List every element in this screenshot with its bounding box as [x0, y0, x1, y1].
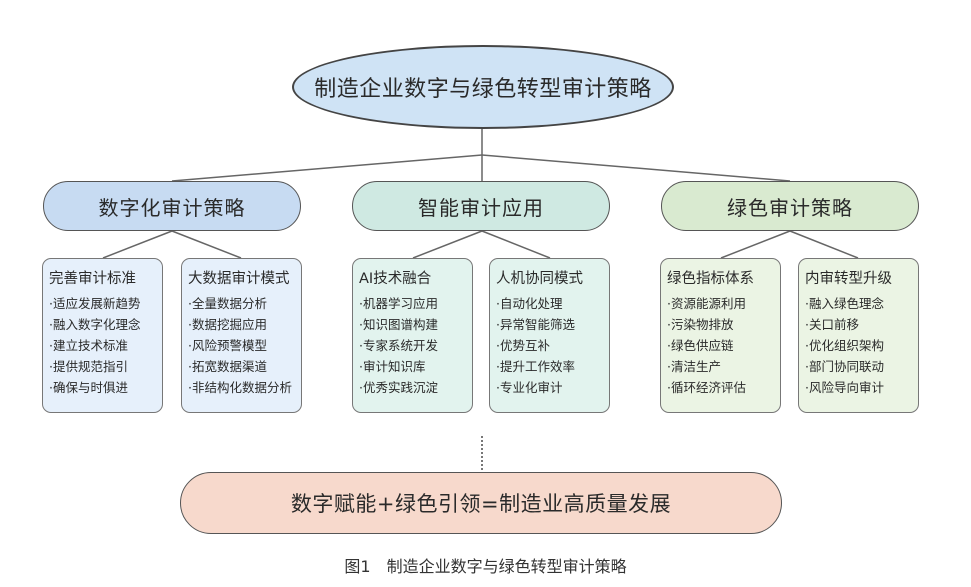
leaf-item-list: ·融入绿色理念 ·关口前移 ·优化组织架构 ·部门协同联动 ·风险导向审计 [805, 293, 918, 398]
leaf-item: ·非结构化数据分析 [188, 380, 292, 395]
leaf-item: ·确保与时俱进 [49, 380, 128, 395]
category-digital-audit: 数字化审计策略 [43, 181, 301, 231]
conclusion-text: 数字赋能+绿色引领=制造业高质量发展 [290, 492, 672, 516]
leaf-title: 大数据审计模式 [188, 271, 290, 287]
category-title: 绿色审计策略 [727, 195, 853, 220]
leaf-item: ·风险导向审计 [805, 380, 884, 395]
leaf-item: ·优秀实践沉淀 [359, 380, 438, 395]
leaf-item-list: ·机器学习应用 ·知识图谱构建 ·专家系统开发 ·审计知识库 ·优秀实践沉淀 [359, 293, 472, 398]
leaf-item: ·提供规范指引 [49, 359, 128, 374]
leaf-item: ·优势互补 [496, 338, 550, 353]
leaf-title: 人机协同模式 [496, 271, 583, 287]
leaf-item: ·污染物排放 [667, 317, 734, 332]
leaf-item: ·审计知识库 [359, 359, 426, 374]
leaf-item: ·融入绿色理念 [805, 296, 884, 311]
connector-cat2-leaf2 [481, 230, 551, 259]
leaf-item: ·关口前移 [805, 317, 859, 332]
leaf-item: ·提升工作效率 [496, 359, 575, 374]
category-green-audit: 绿色审计策略 [661, 181, 919, 231]
connector-cat3-leaf1 [720, 230, 791, 259]
leaf-green-indicators: 绿色指标体系 ·资源能源利用 ·污染物排放 ·绿色供应链 ·清洁生产 ·循环经济… [660, 258, 781, 413]
leaf-item: ·专业化审计 [496, 380, 563, 395]
leaf-item: ·部门协同联动 [805, 359, 884, 374]
leaf-item: ·风险预警模型 [188, 338, 267, 353]
connector-cat1-leaf1 [102, 230, 173, 259]
leaf-human-machine: 人机协同模式 ·自动化处理 ·异常智能筛选 ·优势互补 ·提升工作效率 ·专业化… [489, 258, 610, 413]
leaf-title: AI技术融合 [359, 271, 432, 287]
root-title: 制造企业数字与绿色转型审计策略 [314, 77, 652, 102]
leaf-item: ·异常智能筛选 [496, 317, 575, 332]
category-title: 智能审计应用 [418, 195, 544, 220]
leaf-item-list: ·自动化处理 ·异常智能筛选 ·优势互补 ·提升工作效率 ·专业化审计 [496, 293, 609, 398]
leaf-item: ·绿色供应链 [667, 338, 734, 353]
connector-root-left [171, 154, 483, 182]
leaf-item: ·清洁生产 [667, 359, 721, 374]
leaf-title: 完善审计标准 [49, 271, 136, 287]
leaf-item: ·全量数据分析 [188, 296, 267, 311]
root-node: 制造企业数字与绿色转型审计策略 [292, 45, 674, 129]
leaf-item: ·知识图谱构建 [359, 317, 438, 332]
leaf-item: ·数据挖掘应用 [188, 317, 267, 332]
connector-cat2-leaf1 [412, 230, 483, 259]
leaf-item: ·建立技术标准 [49, 338, 128, 353]
category-smart-audit: 智能审计应用 [352, 181, 610, 231]
leaf-ai-integration: AI技术融合 ·机器学习应用 ·知识图谱构建 ·专家系统开发 ·审计知识库 ·优… [352, 258, 473, 413]
conclusion-node: 数字赋能+绿色引领=制造业高质量发展 [180, 472, 782, 534]
leaf-item-list: ·资源能源利用 ·污染物排放 ·绿色供应链 ·清洁生产 ·循环经济评估 [667, 293, 780, 398]
connector-cat1-leaf2 [171, 230, 242, 259]
leaf-title: 绿色指标体系 [667, 271, 754, 287]
leaf-item-list: ·全量数据分析 ·数据挖掘应用 ·风险预警模型 ·拓宽数据渠道 ·非结构化数据分… [188, 293, 301, 398]
leaf-item-list: ·适应发展新趋势 ·融入数字化理念 ·建立技术标准 ·提供规范指引 ·确保与时俱… [49, 293, 162, 398]
leaf-item: ·适应发展新趋势 [49, 296, 141, 311]
leaf-title: 内审转型升级 [805, 271, 892, 287]
connector-root-right [481, 154, 791, 182]
figure-caption: 图1 制造企业数字与绿色转型审计策略 [344, 557, 627, 576]
leaf-item: ·自动化处理 [496, 296, 563, 311]
connector-cat3-leaf2 [789, 230, 859, 259]
leaf-item: ·机器学习应用 [359, 296, 438, 311]
leaf-item: ·优化组织架构 [805, 338, 884, 353]
leaf-item: ·拓宽数据渠道 [188, 359, 267, 374]
category-title: 数字化审计策略 [98, 195, 246, 220]
leaf-internal-audit-upgrade: 内审转型升级 ·融入绿色理念 ·关口前移 ·优化组织架构 ·部门协同联动 ·风险… [798, 258, 919, 413]
leaf-item: ·融入数字化理念 [49, 317, 141, 332]
leaf-audit-standards: 完善审计标准 ·适应发展新趋势 ·融入数字化理念 ·建立技术标准 ·提供规范指引… [42, 258, 163, 413]
leaf-big-data-audit: 大数据审计模式 ·全量数据分析 ·数据挖掘应用 ·风险预警模型 ·拓宽数据渠道 … [181, 258, 302, 413]
dotted-connector [481, 436, 483, 470]
leaf-item: ·专家系统开发 [359, 338, 438, 353]
leaf-item: ·资源能源利用 [667, 296, 746, 311]
leaf-item: ·循环经济评估 [667, 380, 746, 395]
